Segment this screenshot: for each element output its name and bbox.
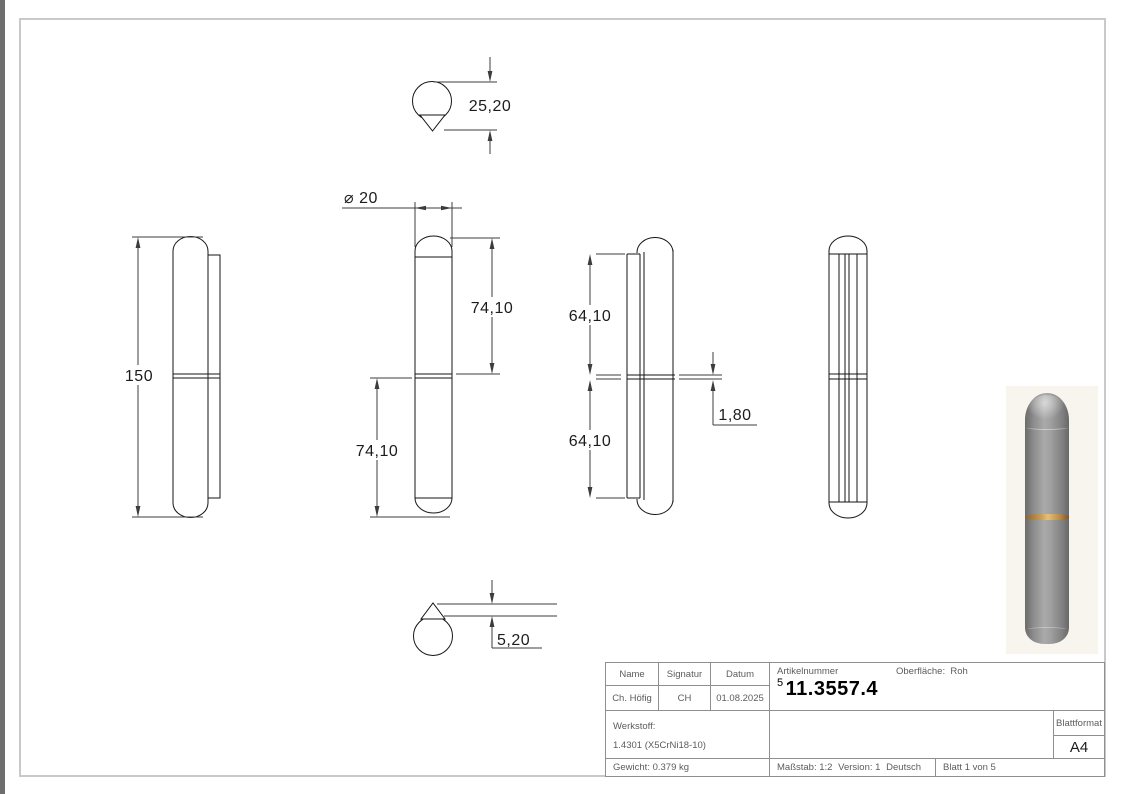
dim-tip-overall: 25,20 [469, 98, 512, 115]
dim-upper-half: 74,10 [471, 300, 514, 317]
pin-bottom-seam [1027, 627, 1067, 632]
hinge-pin-render [1025, 393, 1069, 644]
pin-brass-ring [1025, 514, 1069, 520]
dim-total-length: 150 [125, 368, 153, 385]
view-front: ⌀ 20 74,10 74,10 [342, 190, 517, 518]
sprache: Deutsch [886, 762, 921, 773]
window-edge [0, 0, 5, 794]
artikelnummer-prefix: 5 [777, 677, 784, 689]
dim-lower-half: 74,10 [356, 443, 399, 460]
title-block-werkstoff-cell: Werkstoff: 1.4301 (X5CrNi18-10) [606, 711, 770, 759]
artikelnummer-number: 11.3557.4 [785, 678, 878, 700]
dim-diameter: ⌀ 20 [344, 190, 378, 207]
blatt: Blatt 1 von 5 [943, 762, 996, 773]
massstab: Maßstab: 1:2 [777, 762, 833, 773]
dim-tip-height: 5,20 [497, 632, 530, 649]
oberflaeche-value: Roh [950, 666, 968, 677]
title-block-empty-cell [770, 711, 1054, 759]
title-block-signatur-value: CH [659, 686, 711, 711]
werkstoff-value: 1.4301 (X5CrNi18-10) [613, 740, 706, 751]
view-rear [828, 235, 868, 519]
scale-cell: Maßstab: 1:2 Version: 1 Deutsch [770, 759, 936, 776]
title-block-header-datum: Datum [711, 663, 770, 686]
title-block-header-signatur: Signatur [659, 663, 711, 686]
title-block: Name Signatur Datum Ch. Höfig CH 01.08.2… [605, 662, 1105, 777]
dim-weld-lower: 64,10 [569, 433, 612, 450]
product-photo [1006, 386, 1098, 654]
view-top-detail: 25,20 [412, 57, 512, 154]
dim-weld-upper: 64,10 [569, 308, 612, 325]
oberflaeche: Oberfläche: Roh [896, 666, 968, 677]
werkstoff-label: Werkstoff: [613, 721, 656, 732]
view-side-left: 150 [124, 236, 221, 518]
artikelnummer-label: Artikelnummer [777, 666, 839, 677]
dim-gap: 1,80 [718, 407, 751, 424]
title-block-header-name: Name [606, 663, 659, 686]
view-back-weld: 64,10 64,10 1,80 [565, 237, 757, 515]
pin-dome-highlight [1028, 395, 1066, 421]
pin-top-seam [1026, 425, 1068, 430]
gewicht: Gewicht: 0.379 kg [606, 759, 770, 776]
oberflaeche-label: Oberfläche: [896, 666, 946, 677]
blattformat-value: A4 [1054, 736, 1104, 759]
title-block-datum-value: 01.08.2025 [711, 686, 770, 711]
title-block-name-value: Ch. Höfig [606, 686, 659, 711]
blattformat-label: Blattformat [1054, 711, 1104, 736]
view-bottom-detail: 5,20 [413, 580, 557, 656]
version: Version: 1 [838, 762, 881, 773]
drawing-frame [19, 18, 1106, 777]
